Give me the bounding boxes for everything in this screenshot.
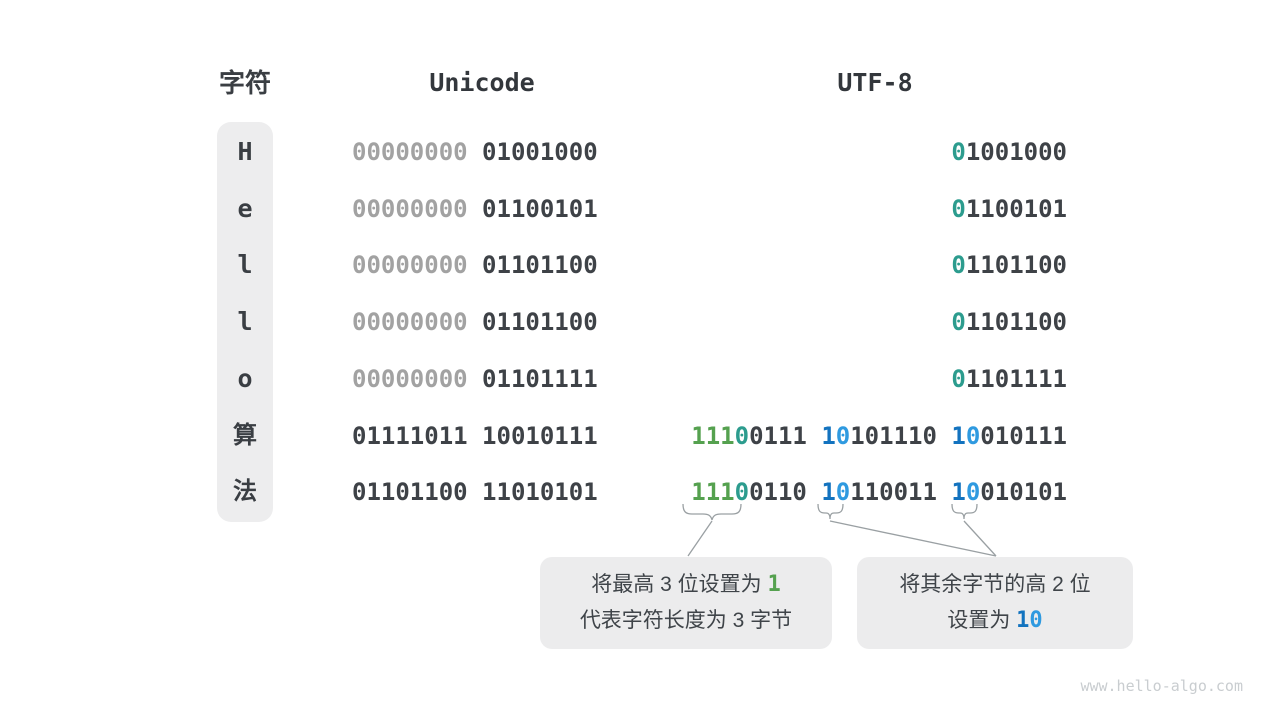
char-cell: 法	[233, 478, 257, 506]
table-row: l 00000000 01101100 01101100	[0, 237, 1280, 294]
utf8-cell: 01100101	[951, 194, 1067, 223]
table-row: l 00000000 01101100 01101100	[0, 294, 1280, 351]
table-row: H 00000000 01001000 01001000	[0, 124, 1280, 181]
unicode-cell: 01101100 11010101	[352, 478, 598, 507]
char-cell: l	[237, 250, 253, 280]
highlight-bits-10: 10	[1016, 608, 1043, 633]
watermark: www.hello-algo.com	[1080, 677, 1243, 695]
char-cell: H	[237, 137, 253, 166]
unicode-cell: 00000000 01101111	[352, 364, 598, 393]
unicode-cell: 00000000 01001000	[352, 138, 598, 166]
table-row: e 00000000 01100101 01100101	[0, 181, 1280, 238]
unicode-cell: 00000000 01100101	[352, 194, 598, 223]
char-cell: 算	[233, 421, 257, 449]
callout-right-line1: 将其余字节的高 2 位	[899, 573, 1091, 596]
callout-right-line2: 设置为 10	[947, 608, 1043, 633]
highlight-bit-1: 1	[767, 572, 781, 597]
table-row: 算 01111011 10010111 11100111 10101110 10…	[0, 408, 1280, 465]
utf8-cell: 01101100	[951, 251, 1067, 280]
utf8-cell: 11100111 10101110 10010111	[691, 421, 1067, 450]
callout-left-line1: 将最高 3 位设置为 1	[591, 572, 781, 597]
encoding-rows: H 00000000 01001000 01001000 e 00000000 …	[0, 124, 1280, 521]
char-cell: o	[237, 363, 253, 393]
utf8-cell: 11100110 10110011 10010101	[691, 478, 1067, 507]
connector-line-left	[687, 520, 713, 557]
table-row: 法 01101100 11010101 11100110 10110011 10…	[0, 464, 1280, 521]
utf8-cell: 01001000	[951, 138, 1067, 166]
unicode-cell: 01111011 10010111	[352, 421, 598, 450]
unicode-cell: 00000000 01101100	[352, 251, 598, 280]
callout-high-bits: 将最高 3 位设置为 1 代表字符长度为 3 字节	[540, 557, 832, 649]
callout-left-line2: 代表字符长度为 3 字节	[579, 609, 793, 632]
utf8-cell: 01101111	[951, 364, 1067, 393]
utf8-cell: 01101100	[951, 308, 1067, 337]
unicode-cell: 00000000 01101100	[352, 308, 598, 337]
column-header-character: 字符	[218, 68, 271, 98]
column-header-unicode: Unicode	[429, 68, 535, 97]
character-column-background	[217, 122, 273, 522]
column-header-utf8: UTF-8	[837, 68, 913, 97]
connector-line-right-a	[829, 520, 997, 557]
char-cell: e	[237, 193, 253, 223]
char-cell: l	[237, 307, 253, 337]
callout-continuation-bits: 将其余字节的高 2 位 设置为 10	[857, 557, 1133, 649]
connector-line-right-b	[963, 520, 997, 557]
table-row: o 00000000 01101111 01101111	[0, 351, 1280, 408]
